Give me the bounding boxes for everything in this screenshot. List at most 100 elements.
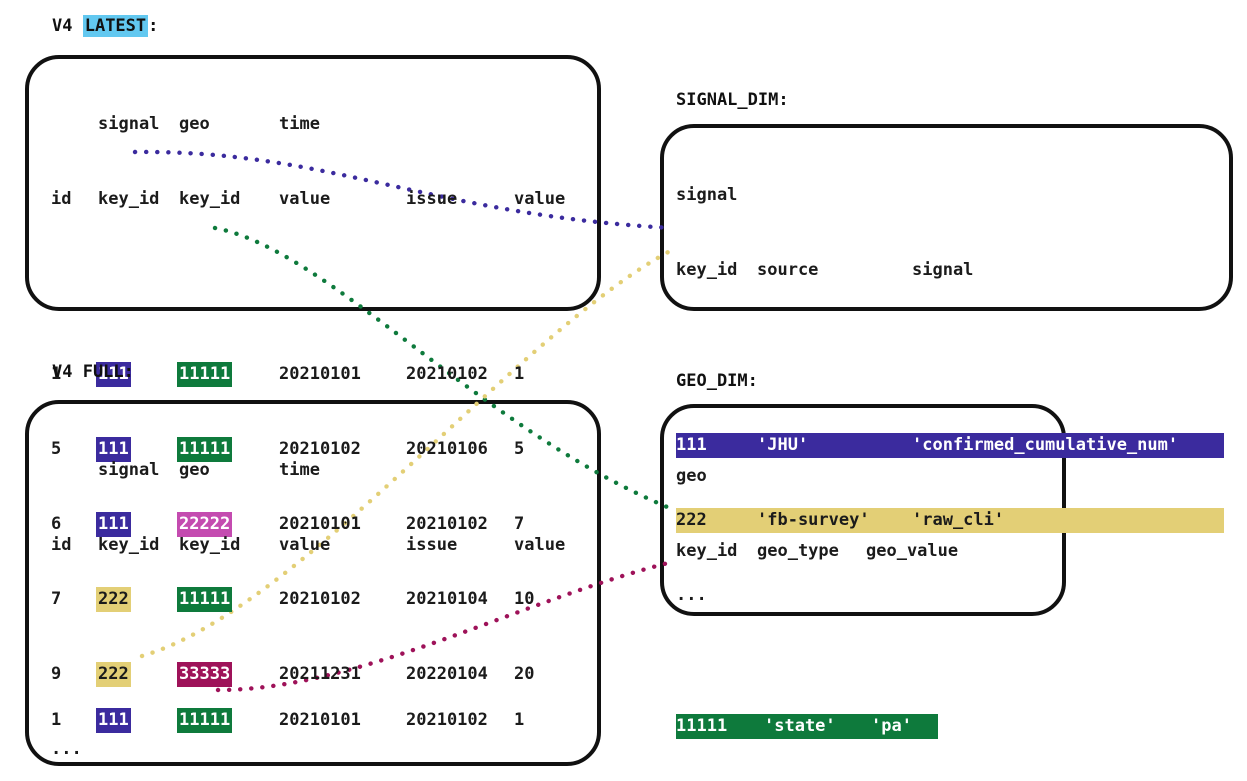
col-time-top: time [279, 114, 320, 134]
ellipsis: ... [51, 739, 82, 759]
col-value: value [514, 535, 566, 555]
signal-dim-ellipsis-row: ... [676, 583, 1224, 608]
cell-issue: 20210104 [406, 589, 488, 609]
cell-time: 20210101 [279, 710, 361, 730]
signal-dim-table: signal key_id source signal 111 'JHU' 'c… [676, 133, 1224, 658]
cell-geo-key: 11111 [177, 362, 233, 387]
spacer-row [51, 262, 112, 287]
ellipsis: ... [676, 585, 707, 605]
geo-dim-table: geo key_id geo_type geo_value 11111 'sta… [676, 414, 958, 781]
latest-header-bottom: id key_id key_id value issue value [51, 187, 565, 212]
col-geo-key: key_id [179, 189, 241, 209]
signal-dim-caption: SIGNAL_DIM: [676, 90, 789, 110]
cell-time: 20211231 [279, 664, 361, 684]
full-header-bottom: id key_id key_id value issue value [51, 533, 565, 558]
geo-key-chip: 11111 [177, 708, 233, 733]
cell-value: 20 [514, 664, 535, 684]
col-key-id: key_id [676, 260, 738, 280]
cell-signal-key: 111 [96, 512, 131, 537]
col-signal-top: signal [676, 185, 738, 205]
cell-time: 20210101 [279, 364, 361, 384]
cell-value: 5 [514, 439, 525, 459]
col-signal-key: key_id [98, 189, 160, 209]
cell-signal-key: 111 [96, 437, 131, 462]
cell-key-id: 11111 [676, 716, 728, 736]
latest-header-top: signal geo time [51, 112, 320, 137]
full-caption: V4 FULL: [52, 362, 134, 382]
col-issue: issue [406, 189, 458, 209]
cell-id: 1 [51, 364, 62, 384]
col-id: id [51, 189, 72, 209]
col-time-top: time [279, 460, 320, 480]
cell-geo-type: 'state' [764, 716, 836, 736]
cell-id: 1 [51, 710, 62, 730]
table-row: 1 111 11111 20210101 20210102 1 [51, 708, 524, 733]
cell-key-id: 222 [676, 510, 707, 530]
cell-signal-key: 222 [96, 662, 131, 687]
col-key-id: key_id [676, 541, 738, 561]
cell-id: 7 [51, 589, 62, 609]
col-issue: issue [406, 535, 458, 555]
col-time-value: value [279, 189, 331, 209]
cell-signal-key: 222 [96, 587, 131, 612]
cell-id: 9 [51, 664, 62, 684]
cell-id: 6 [51, 514, 62, 534]
col-time-value: value [279, 535, 331, 555]
col-signal: signal [912, 260, 974, 280]
latest-ellipsis-row: ... [51, 737, 112, 762]
cell-geo-key: 33333 [177, 662, 233, 687]
table-row: 11111 'state' 'pa' [676, 714, 938, 739]
cell-geo-value: 'pa' [871, 716, 912, 736]
signal-key-chip: 222 [96, 587, 131, 612]
full-header-top: signal geo time [51, 458, 320, 483]
latest-caption: V4 LATEST: [52, 15, 159, 37]
col-value: value [514, 189, 566, 209]
cell-signal-key: 111 [96, 708, 131, 733]
latest-caption-prefix: V4 [52, 16, 83, 36]
cell-key-id: 111 [676, 435, 707, 455]
cell-geo-key: 11111 [177, 587, 233, 612]
cell-signal-key: 111 [96, 362, 131, 387]
spacer-row [676, 614, 938, 639]
table-row: 222 'fb-survey' 'raw_cli' [676, 508, 1224, 533]
cell-source: 'JHU' [757, 435, 809, 455]
col-id: id [51, 535, 72, 555]
col-geo-top: geo [179, 460, 210, 480]
signal-key-chip: 111 [96, 512, 131, 537]
geo-dim-caption: GEO_DIM: [676, 371, 758, 391]
cell-time: 20210102 [279, 589, 361, 609]
spacer-row [676, 333, 1224, 358]
col-geo-value: geo_value [866, 541, 959, 561]
col-geo-top: geo [179, 114, 210, 134]
table-row: 111 'JHU' 'confirmed_cumulative_num' [676, 433, 1224, 458]
signal-dim-header-top: signal [676, 183, 1224, 208]
col-source: source [757, 260, 819, 280]
cell-signal: 'raw_cli' [912, 510, 1005, 530]
cell-issue: 20210102 [406, 364, 488, 384]
cell-value: 1 [514, 710, 525, 730]
spacer-row [51, 608, 112, 633]
cell-issue: 20210102 [406, 710, 488, 730]
cell-id: 5 [51, 439, 62, 459]
cell-value: 10 [514, 589, 535, 609]
latest-caption-highlight: LATEST [82, 15, 149, 37]
col-geo-key: key_id [179, 535, 241, 555]
cell-source: 'fb-survey' [757, 510, 870, 530]
col-signal-key: key_id [98, 535, 160, 555]
cell-issue: 20210106 [406, 439, 488, 459]
col-geo-top: geo [676, 466, 707, 486]
signal-key-chip: 111 [96, 362, 131, 387]
col-signal-top: signal [98, 460, 160, 480]
geo-dim-header-top: geo [676, 464, 938, 489]
cell-geo-key: 11111 [177, 708, 233, 733]
latest-caption-suffix: : [148, 16, 159, 36]
col-geo-type: geo_type [757, 541, 839, 561]
signal-key-chip: 111 [96, 708, 131, 733]
geo-key-chip: 33333 [177, 662, 233, 687]
signal-key-chip: 222 [96, 662, 131, 687]
geo-dim-header-bottom: key_id geo_type geo_value [676, 539, 958, 564]
col-signal-top: signal [98, 114, 160, 134]
cell-issue: 20220104 [406, 664, 488, 684]
full-table: signal geo time id key_id key_id value i… [51, 408, 565, 781]
